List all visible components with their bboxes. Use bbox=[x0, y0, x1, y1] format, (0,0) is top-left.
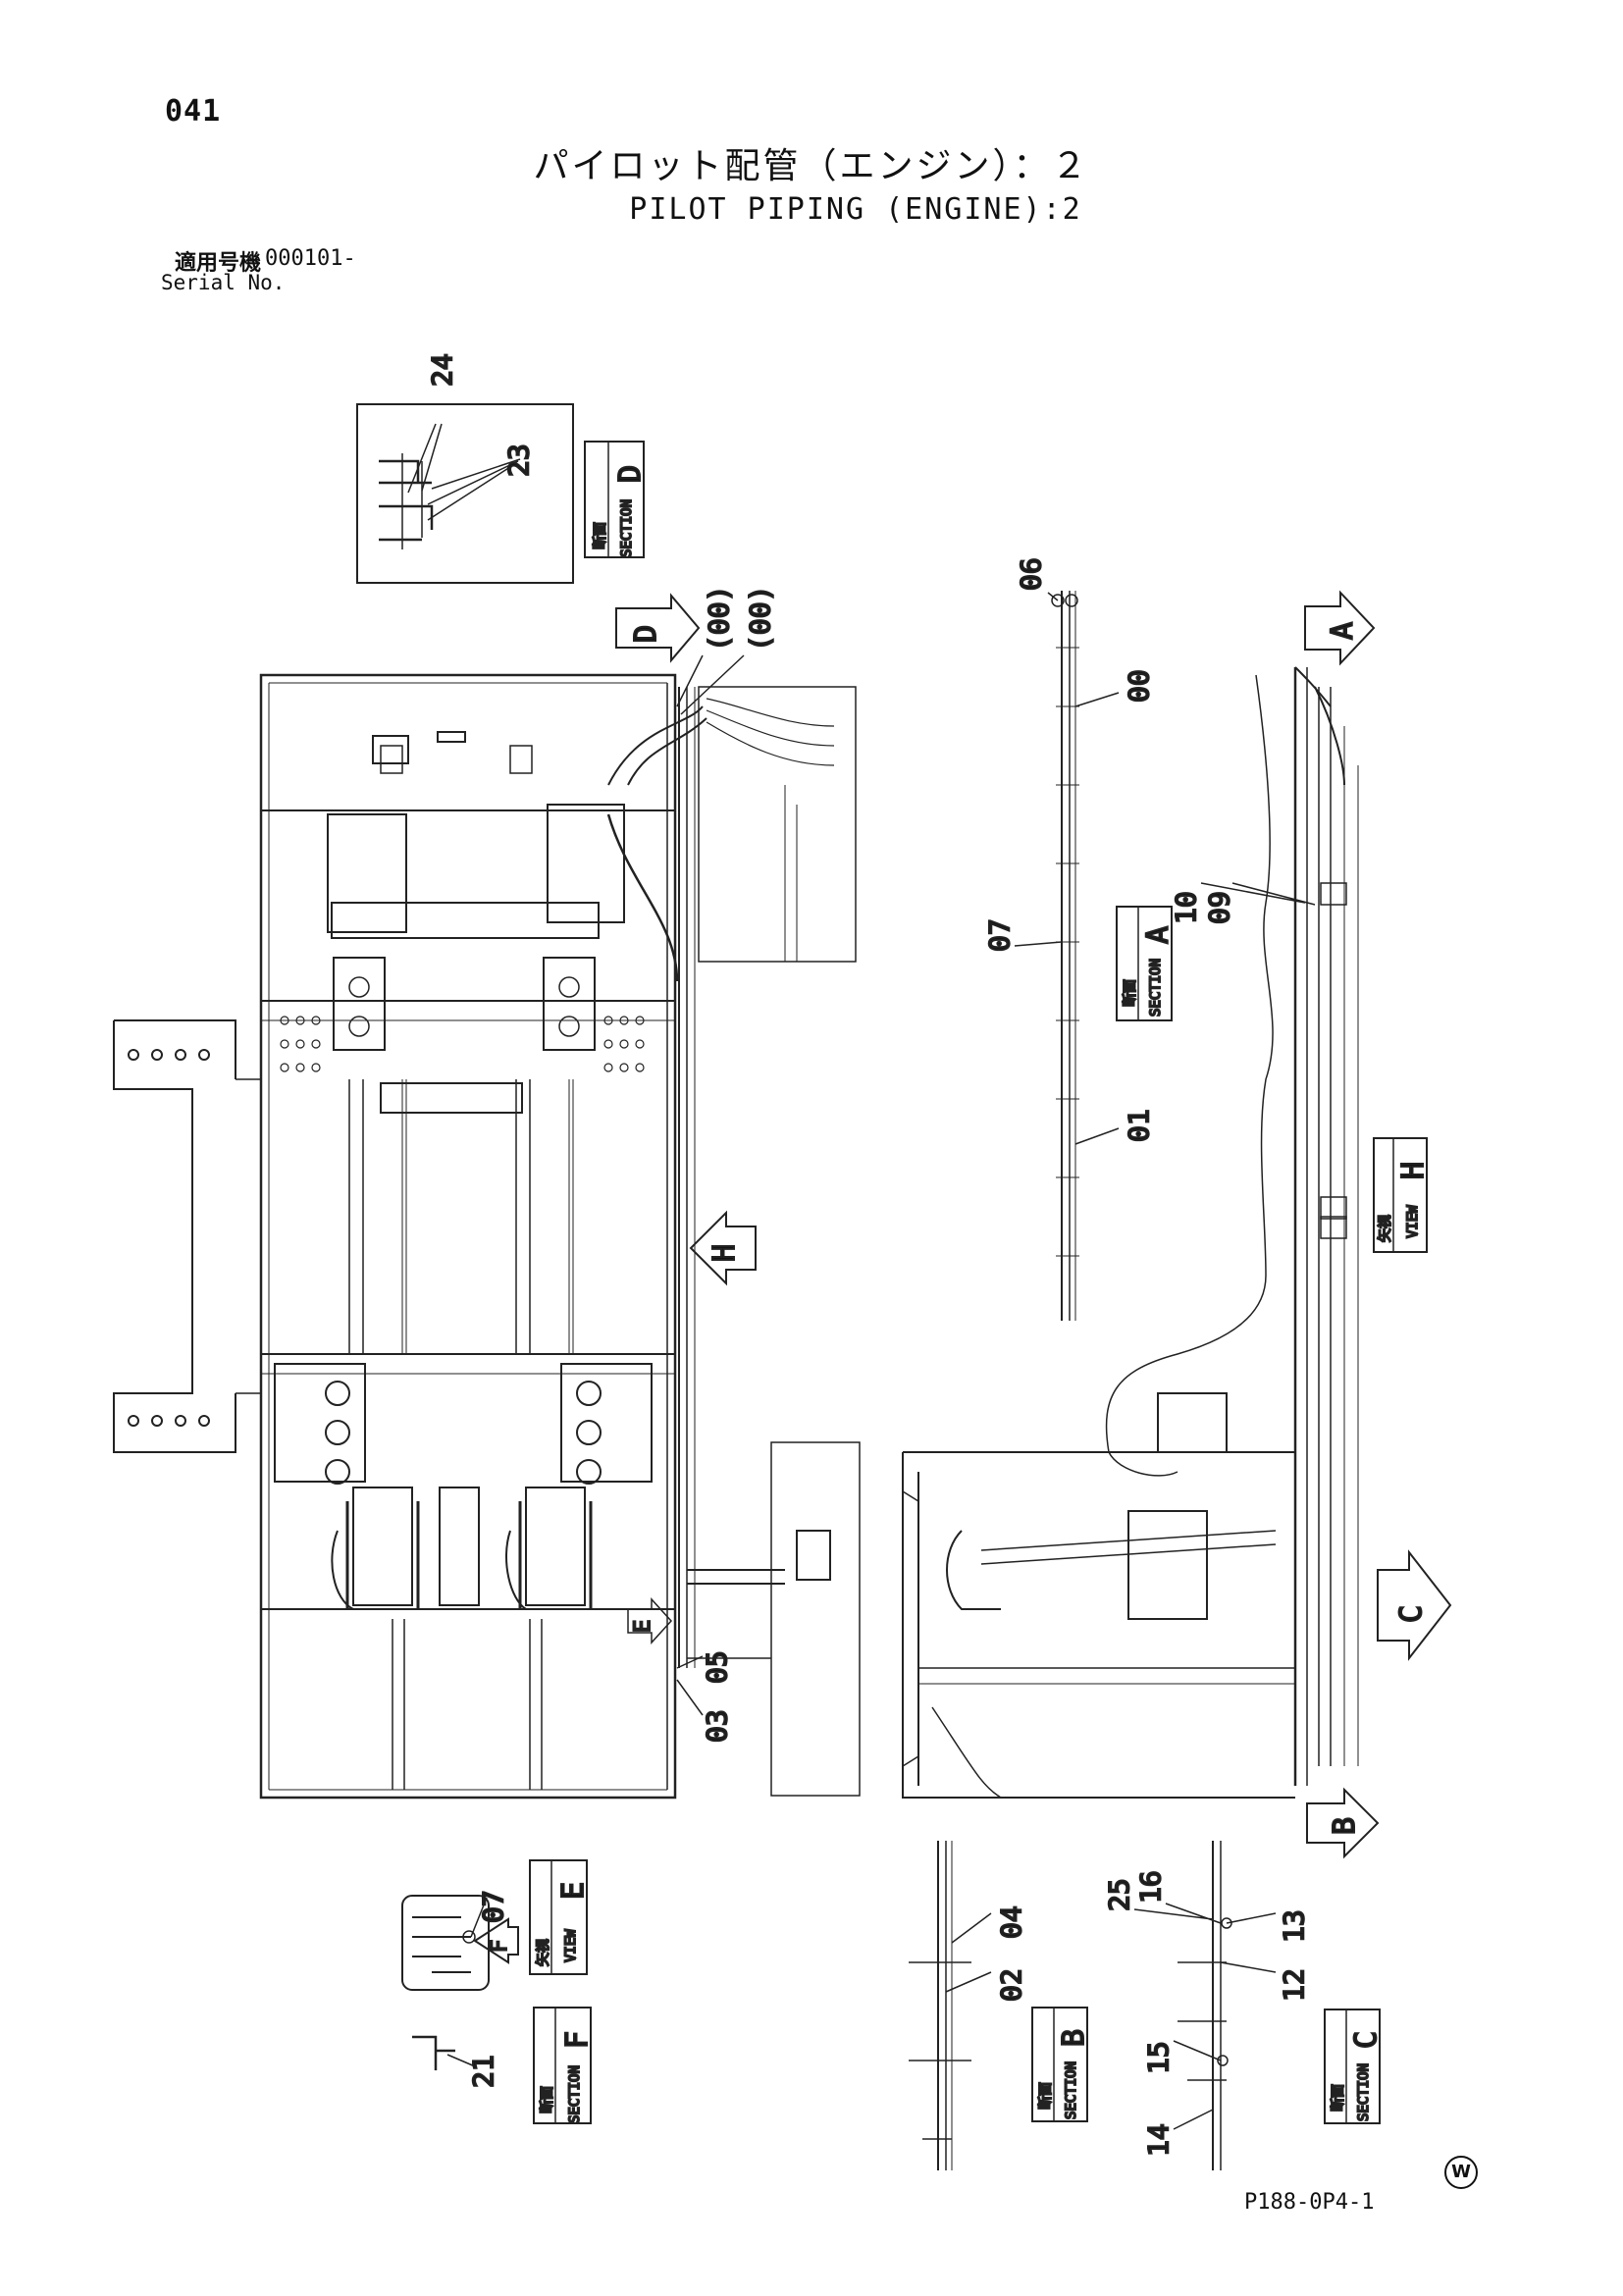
arrow-e-letter: E bbox=[631, 1620, 655, 1633]
title-english: PILOT PIPING (ENGINE):2 bbox=[629, 192, 1082, 227]
section-b-en: SECTION bbox=[1064, 2061, 1079, 2119]
callout-00: 00 bbox=[1123, 669, 1155, 703]
arrow-d-letter: D bbox=[629, 625, 663, 643]
section-a-jp: 断面 bbox=[1123, 979, 1138, 1007]
section-f-jp: 断面 bbox=[540, 2086, 555, 2113]
main-plan-view bbox=[113, 673, 861, 1800]
view-arrow-d: D bbox=[615, 593, 701, 663]
view-arrow-h: H bbox=[689, 1210, 757, 1286]
section-c-detail: 25 16 13 12 15 14 断面 SECTION C bbox=[1102, 1841, 1385, 2170]
view-e-letter: E bbox=[556, 1882, 591, 1900]
callout-25: 25 bbox=[1103, 1878, 1135, 1911]
view-h-elevation: 10 09 矢視 VIEW H bbox=[902, 666, 1432, 1799]
view-arrow-e: E bbox=[627, 1597, 673, 1644]
section-d-en: SECTION bbox=[619, 499, 635, 557]
view-e-detail: 07 F 矢視 VIEW E bbox=[401, 1859, 592, 1991]
view-h-letter: H bbox=[1396, 1162, 1431, 1179]
arrow-f-letter: F bbox=[488, 1940, 512, 1953]
section-a-detail: 06 00 07 01 断面 SECTION A bbox=[982, 556, 1177, 1321]
callout-16: 16 bbox=[1134, 1870, 1167, 1904]
callout-03: 03 bbox=[701, 1709, 733, 1743]
serial-value: 000101- bbox=[265, 246, 356, 271]
view-arrow-c: C bbox=[1377, 1549, 1452, 1661]
watermark-logo: W bbox=[1444, 2156, 1478, 2189]
section-c-jp: 断面 bbox=[1331, 2084, 1346, 2112]
section-f-detail: 21 断面 SECTION F bbox=[412, 2007, 596, 2124]
arrow-h-letter: H bbox=[707, 1244, 742, 1262]
view-e-en: VIEW bbox=[563, 1929, 579, 1962]
callout-13: 13 bbox=[1278, 1909, 1310, 1943]
view-arrow-b: B bbox=[1306, 1787, 1380, 1859]
view-h-jp: 矢視 bbox=[1378, 1215, 1393, 1242]
callout-24: 24 bbox=[426, 353, 458, 387]
callout-12: 12 bbox=[1278, 1968, 1310, 2002]
arrow-c-letter: C bbox=[1394, 1605, 1429, 1623]
callout-23: 23 bbox=[502, 444, 535, 477]
callout-00b: (00) bbox=[744, 586, 776, 652]
section-b-letter: B bbox=[1057, 2029, 1091, 2047]
arrow-b-letter: B bbox=[1328, 1817, 1362, 1835]
callout-07a: 07 bbox=[983, 918, 1016, 952]
serial-label-japanese: 適用号機 bbox=[175, 251, 262, 276]
section-c-letter: C bbox=[1349, 2031, 1384, 2049]
callout-05: 05 bbox=[701, 1650, 733, 1684]
callout-00a: (00) bbox=[703, 586, 735, 652]
callout-14: 14 bbox=[1142, 2123, 1175, 2157]
callout-15: 15 bbox=[1142, 2041, 1175, 2074]
callout-10: 10 bbox=[1170, 891, 1202, 924]
section-c-en: SECTION bbox=[1356, 2063, 1372, 2121]
view-h-en: VIEW bbox=[1405, 1205, 1421, 1238]
section-f-letter: F bbox=[560, 2031, 595, 2049]
section-a-en: SECTION bbox=[1148, 959, 1164, 1017]
callout-06: 06 bbox=[1015, 557, 1047, 591]
callout-04: 04 bbox=[995, 1905, 1027, 1939]
callout-01: 01 bbox=[1123, 1109, 1155, 1142]
section-b-detail: 04 02 断面 SECTION B bbox=[909, 1841, 1092, 2170]
page-number: 041 bbox=[165, 94, 222, 129]
document-reference: P188-0P4-1 bbox=[1244, 2190, 1375, 2215]
callout-09: 09 bbox=[1203, 891, 1235, 924]
arrow-a-letter: A bbox=[1326, 622, 1360, 640]
view-arrow-a: A bbox=[1304, 590, 1376, 666]
section-d-letter: D bbox=[613, 465, 648, 483]
callout-07b: 07 bbox=[477, 1890, 509, 1923]
callout-21: 21 bbox=[467, 2055, 499, 2088]
section-f-en: SECTION bbox=[567, 2065, 583, 2123]
callout-02: 02 bbox=[995, 1968, 1027, 2002]
section-b-jp: 断面 bbox=[1038, 2082, 1054, 2110]
title-japanese: パイロット配管（エンジン）：２ bbox=[533, 146, 1090, 186]
serial-label-english: Serial No. bbox=[161, 271, 286, 294]
section-d-inset: 24 23 断面 SECTION D bbox=[356, 352, 649, 584]
view-e-jp: 矢視 bbox=[536, 1939, 551, 1966]
section-d-jp: 断面 bbox=[593, 522, 608, 549]
section-a-letter: A bbox=[1141, 926, 1176, 944]
